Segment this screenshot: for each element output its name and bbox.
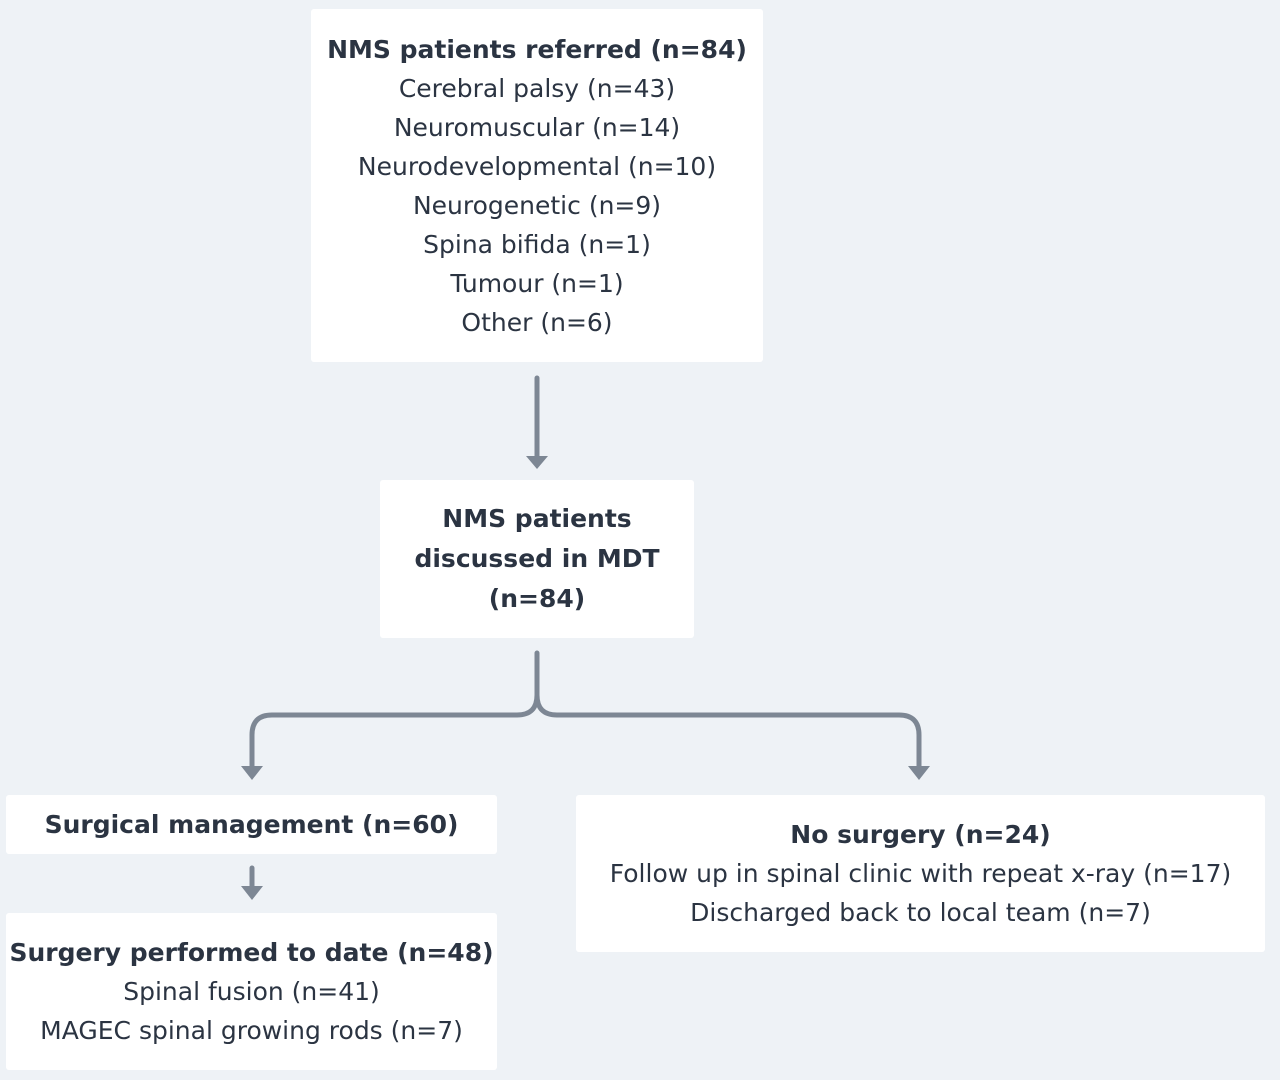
performed-item-spinal-fusion: Spinal fusion (n=41) — [123, 977, 380, 1006]
no-surgery-item-discharged: Discharged back to local team (n=7) — [690, 898, 1151, 927]
arrowhead-to-no-surgery — [908, 766, 930, 780]
referred-item-cerebral-palsy: Cerebral palsy (n=43) — [398, 73, 676, 103]
connector-mdt-branch-split — [249, 650, 922, 769]
referred-item-neurogenetic: Neurogenetic (n=9) — [412, 190, 662, 220]
referred-item-spina-bifida: Spina bifida (n=1) — [423, 229, 651, 259]
referred-item-other: Other (n=6) — [461, 307, 613, 337]
node-surgery-performed: Surgery performed to date (n=48) Spinal … — [6, 913, 497, 1070]
performed-item-magec-rods: MAGEC spinal growing rods (n=7) — [40, 1016, 463, 1045]
node-surgical-management-title: Surgical management (n=60) — [44, 810, 459, 839]
node-mdt-title-line-3: (n=84) — [488, 584, 586, 613]
referred-item-neuromuscular: Neuromuscular (n=14) — [393, 112, 681, 142]
arrowhead-to-surgical — [241, 766, 263, 780]
referred-item-tumour: Tumour (n=1) — [450, 268, 624, 298]
arrowhead-to-performed — [241, 886, 263, 900]
node-mdt-title-line-1: NMS patients — [442, 504, 632, 533]
node-no-surgery-title: No surgery (n=24) — [790, 820, 1051, 849]
arrowhead-to-mdt — [526, 456, 548, 469]
node-discussed-in-mdt: NMS patients discussed in MDT (n=84) — [380, 480, 694, 638]
node-surgical-management: Surgical management (n=60) — [6, 795, 497, 854]
node-patients-referred-title: NMS patients referred (n=84) — [327, 34, 747, 64]
node-mdt-title-line-2: discussed in MDT — [414, 544, 660, 573]
node-no-surgery: No surgery (n=24) Follow up in spinal cl… — [576, 795, 1265, 952]
node-surgery-performed-title: Surgery performed to date (n=48) — [9, 938, 494, 967]
node-patients-referred: NMS patients referred (n=84) Cerebral pa… — [311, 9, 763, 362]
no-surgery-item-follow-up: Follow up in spinal clinic with repeat x… — [609, 859, 1232, 888]
referred-item-neurodevelopmental: Neurodevelopmental (n=10) — [357, 151, 717, 181]
